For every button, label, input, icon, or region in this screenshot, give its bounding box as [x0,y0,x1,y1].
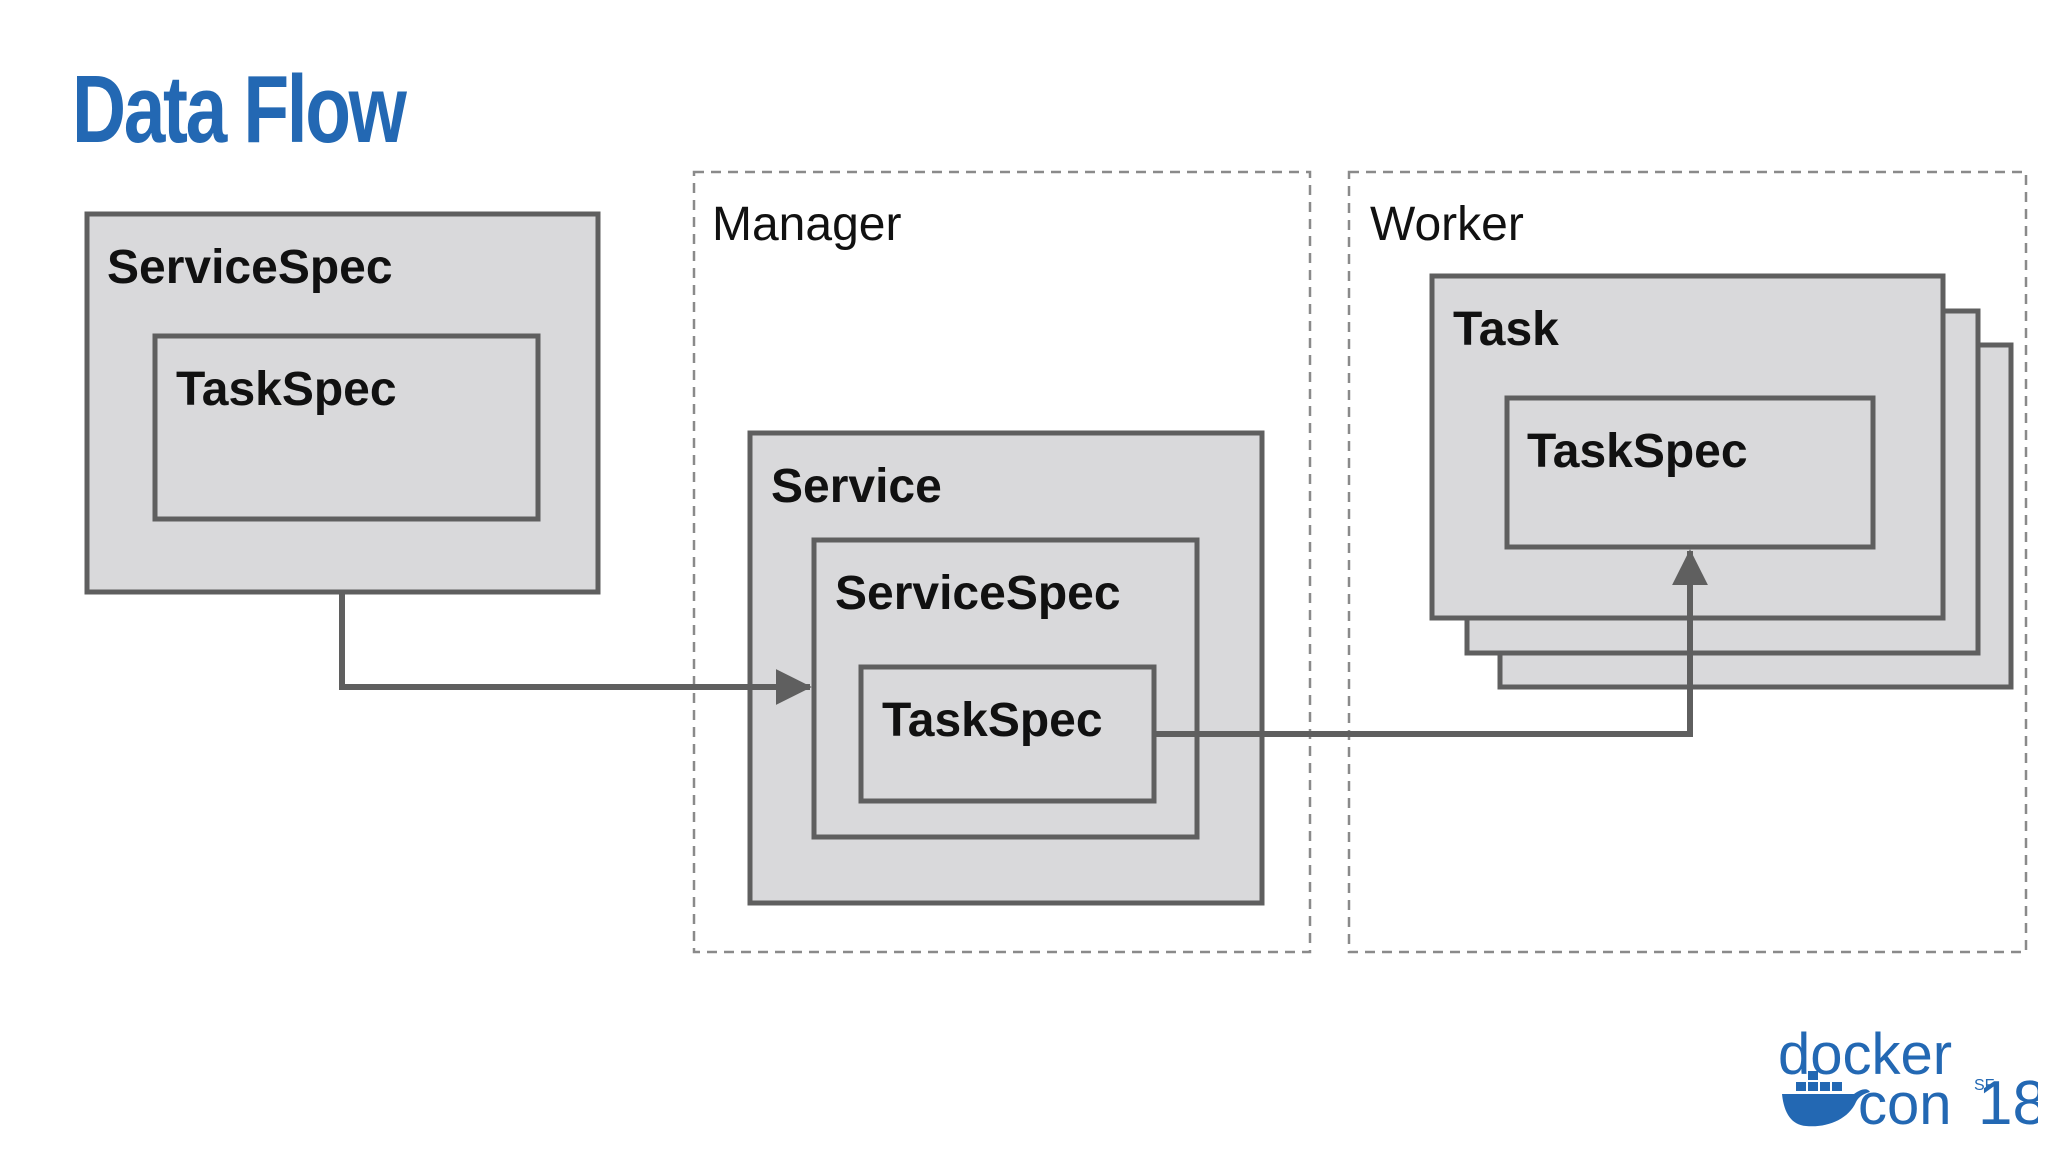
whale-icon [1782,1071,1870,1127]
client-task-spec-label: TaskSpec [176,363,397,416]
logo-city-text: SF [1974,1077,1995,1094]
logo-con-text: con [1858,1072,1952,1137]
worker-task-spec-box: TaskSpec [1504,395,1876,550]
logo-year-text: 18 [1978,1069,2038,1138]
worker-task-label: Task [1453,303,1559,356]
manager-zone-label: Manager [712,198,901,251]
manager-service-label: Service [771,460,942,513]
client-service-spec-label: ServiceSpec [107,241,393,294]
logo-docker-text: docker [1778,1024,1952,1087]
manager-zone: Manager [692,170,1312,954]
manager-service-spec-label: ServiceSpec [835,567,1121,620]
arrow-to-worker [1154,549,1708,737]
dockercon-logo: docker con SF 18 [1778,1024,2038,1138]
client-task-spec-box: TaskSpec [152,333,541,522]
worker-zone: Worker [1347,170,2028,954]
page-title: Data Flow [72,56,407,163]
worker-task-spec-label: TaskSpec [1527,425,1748,478]
manager-task-spec-box: TaskSpec [858,664,1157,804]
worker-zone-label: Worker [1370,198,1524,251]
arrow-to-manager [339,592,812,705]
manager-task-spec-label: TaskSpec [882,694,1103,747]
